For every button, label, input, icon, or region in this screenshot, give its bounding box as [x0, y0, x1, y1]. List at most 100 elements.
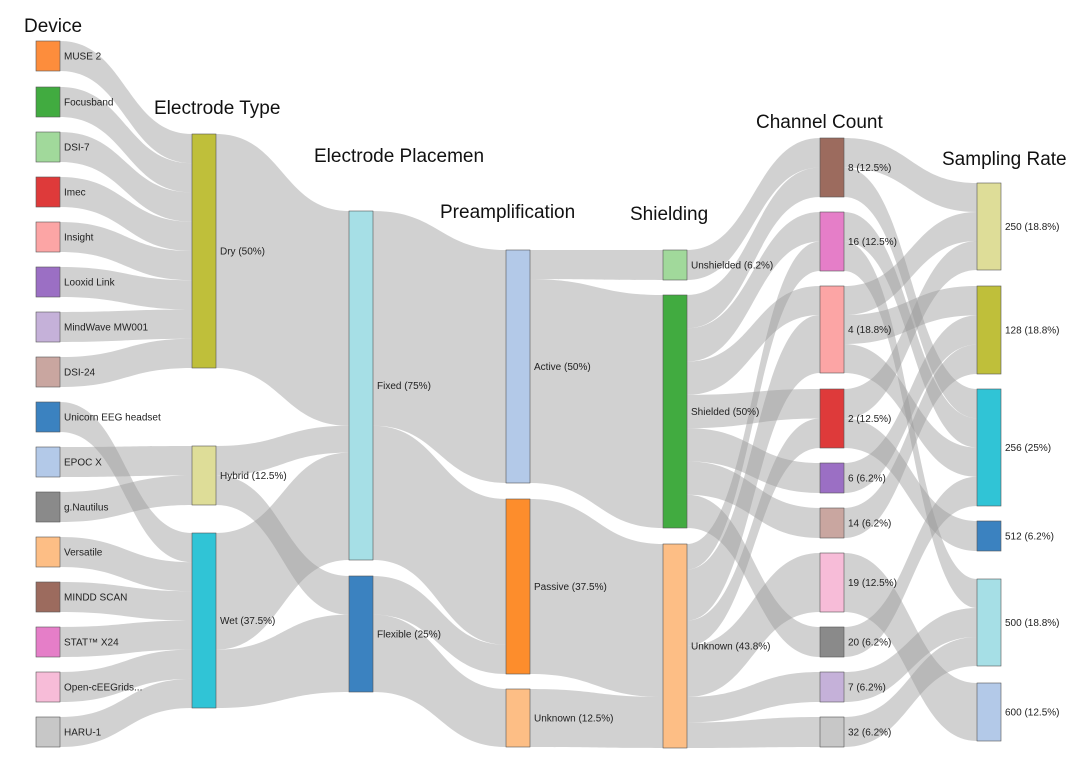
sankey-node-label: DSI-24	[64, 368, 96, 379]
column-title-electrode-placement: Electrode Placemen	[314, 146, 484, 167]
sankey-link	[373, 576, 506, 674]
sankey-node-label: MINDD SCAN	[64, 593, 127, 604]
sankey-node-label: 14 (6.2%)	[848, 519, 891, 530]
sankey-link	[60, 475, 192, 522]
sankey-node-label: 512 (6.2%)	[1005, 532, 1054, 543]
sankey-node-label: Hybrid (12.5%)	[220, 471, 287, 482]
sankey-node-label: Fixed (75%)	[377, 381, 431, 392]
sankey-link	[844, 344, 977, 477]
sankey-node	[35, 356, 61, 388]
sankey-node-label: 500 (18.8%)	[1005, 618, 1059, 629]
sankey-node	[191, 445, 217, 506]
sankey-link	[60, 649, 192, 702]
sankey-node	[819, 671, 845, 703]
sankey-link	[844, 212, 977, 448]
sankey-link	[844, 167, 977, 419]
sankey-link	[844, 138, 977, 212]
sankey-link	[687, 494, 820, 657]
sankey-link	[530, 499, 663, 697]
sankey-node-label: 7 (6.2%)	[848, 683, 886, 694]
sankey-node	[35, 131, 61, 163]
sankey-node	[35, 446, 61, 478]
sankey-node	[35, 716, 61, 748]
sankey-node	[35, 221, 61, 253]
sankey-node-label: Imec	[64, 188, 86, 199]
sankey-link	[687, 138, 820, 280]
sankey-node	[662, 294, 688, 529]
sankey-link	[216, 134, 349, 426]
sankey-link	[844, 637, 977, 747]
sankey-link	[530, 250, 663, 280]
sankey-link	[844, 315, 977, 493]
sankey-link	[216, 425, 349, 476]
sankey-node-label: Shielded (50%)	[691, 407, 759, 418]
sankey-node-label: 19 (12.5%)	[848, 578, 897, 589]
sankey-node	[819, 507, 845, 539]
sankey-node-label: DSI-7	[64, 143, 90, 154]
sankey-link	[60, 402, 192, 563]
sankey-link	[687, 428, 820, 493]
sankey-node	[819, 137, 845, 198]
sankey-node-label: Focusband	[64, 98, 113, 109]
sankey-link	[687, 717, 820, 748]
sankey-link	[687, 672, 820, 723]
sankey-link	[844, 418, 977, 551]
sankey-link	[687, 418, 820, 646]
sankey-link	[530, 689, 663, 748]
sankey-link	[687, 167, 820, 329]
sankey-node	[819, 211, 845, 272]
sankey-link	[687, 461, 820, 538]
sankey-node	[35, 266, 61, 298]
sankey-node-label: 20 (6.2%)	[848, 638, 891, 649]
sankey-node-label: 8 (12.5%)	[848, 163, 891, 174]
sankey-node	[976, 182, 1002, 271]
sankey-node-label: Looxid Link	[64, 278, 116, 289]
sankey-link	[687, 315, 820, 621]
sankey-node	[976, 520, 1002, 552]
sankey-link	[373, 425, 506, 645]
sankey-node-label: Insight	[64, 233, 94, 244]
sankey-node-label: Unknown (43.8%)	[691, 642, 770, 653]
column-title-device: Device	[24, 16, 82, 37]
sankey-node-label: g.Nautilus	[64, 503, 108, 514]
sankey-node-label: 250 (18.8%)	[1005, 222, 1059, 233]
sankey-node	[662, 249, 688, 281]
sankey-link	[844, 608, 977, 702]
sankey-link	[60, 132, 192, 222]
sankey-link	[60, 267, 192, 310]
column-titles: Device Electrode Type Electrode Placemen…	[24, 16, 1067, 225]
sankey-node-label: MindWave MW001	[64, 323, 149, 334]
sankey-link	[687, 553, 820, 697]
sankey-node-label: Unicorn EEG headset	[64, 413, 161, 424]
sankey-node-label: 32 (6.2%)	[848, 728, 891, 739]
sankey-link	[60, 309, 192, 342]
sankey-link	[60, 620, 192, 657]
sankey-node-label: HARU-1	[64, 728, 102, 739]
sankey-node	[819, 285, 845, 374]
sankey-link	[60, 582, 192, 621]
sankey-node	[976, 388, 1002, 507]
sankey-node	[819, 462, 845, 494]
sankey-link	[216, 452, 349, 650]
sankey-link	[844, 344, 977, 538]
sankey-node	[505, 688, 531, 748]
sankey-node	[662, 543, 688, 749]
sankey-link	[687, 212, 820, 362]
sankey-link	[60, 222, 192, 281]
sankey-link	[844, 553, 977, 741]
sankey-link	[373, 211, 506, 483]
column-title-sampling-rate: Sampling Rate	[942, 149, 1067, 170]
sankey-link	[687, 241, 820, 570]
sankey-link	[844, 241, 977, 608]
sankey-node	[819, 552, 845, 613]
column-title-electrode-type: Electrode Type	[154, 98, 280, 119]
sankey-node	[35, 626, 61, 658]
sankey-link	[844, 212, 977, 315]
sankey-link	[60, 87, 192, 193]
sankey-link	[60, 446, 192, 477]
sankey-node-label: 600 (12.5%)	[1005, 708, 1059, 719]
sankey-node	[35, 176, 61, 208]
sankey-node-label: 128 (18.8%)	[1005, 326, 1059, 337]
sankey-link	[687, 389, 820, 429]
